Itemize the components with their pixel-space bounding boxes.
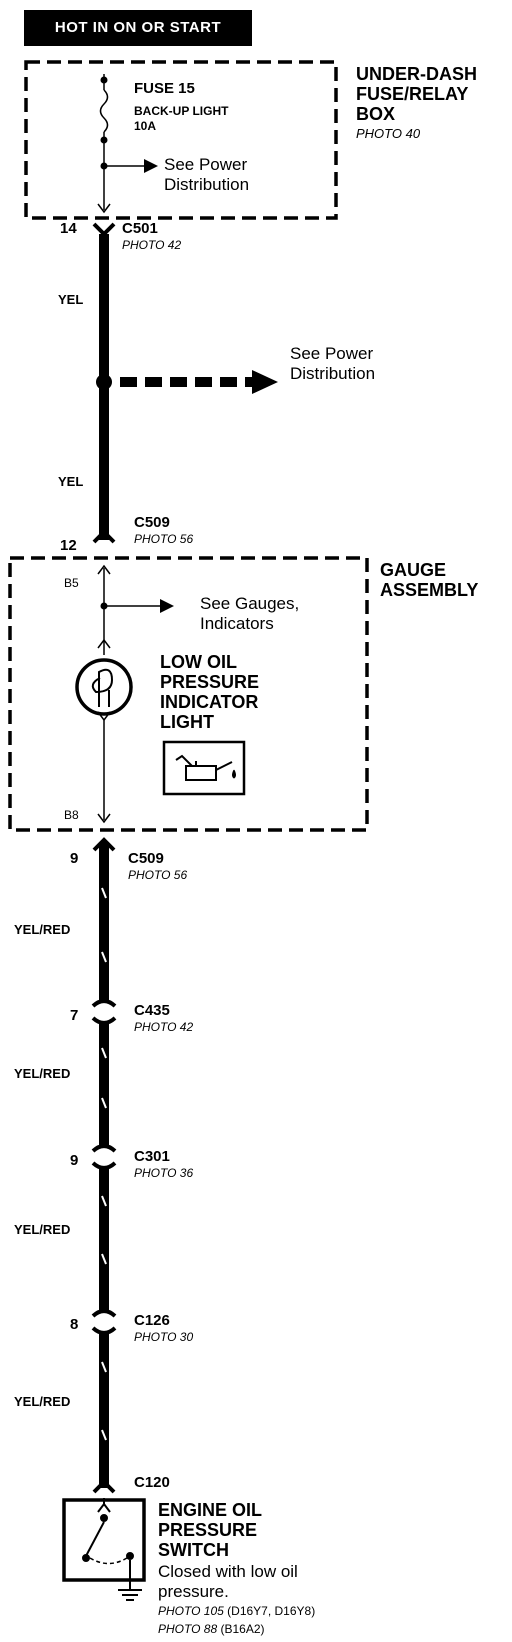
switch-photo-line: PHOTO 105 (D16Y7, D16Y8): [158, 1604, 315, 1618]
fuse-box-name: FUSE/RELAY: [356, 84, 469, 104]
fuse-circuit: BACK-UP LIGHT: [134, 104, 229, 118]
wire-color-label: YEL/RED: [14, 1222, 71, 1237]
gauge-assembly-outline: [8, 556, 369, 832]
connector-photo: PHOTO 56: [134, 532, 194, 546]
fuse-see-power: Distribution: [164, 175, 250, 194]
fuse-see-power: See Power: [164, 155, 248, 174]
connector-pin: 7: [70, 1007, 79, 1024]
connector-name: C301: [134, 1148, 170, 1165]
gauge-see-indicators: See Gauges,: [200, 594, 300, 613]
connector-photo: PHOTO 42: [122, 238, 182, 252]
switch-description: pressure.: [158, 1582, 229, 1601]
wire-color-label: YEL: [58, 292, 84, 307]
connector-name: C509: [134, 514, 170, 531]
indicator-bulb-icon: [75, 658, 133, 716]
connector-name: C435: [134, 1002, 170, 1019]
indicator-light-label: PRESSURE: [160, 672, 260, 692]
indicator-light-label: INDICATOR: [160, 692, 259, 712]
connector-name: C501: [122, 220, 158, 237]
indicator-light-label: LIGHT: [160, 712, 214, 732]
terminal-label: B8: [64, 808, 79, 822]
wire-color-label: YEL/RED: [14, 922, 71, 937]
fuse-box-photo: PHOTO 40: [356, 126, 421, 141]
wire-color-label: YEL: [58, 474, 84, 489]
gauge-see-indicators: Indicators: [200, 614, 274, 633]
gauge-assembly-name: ASSEMBLY: [380, 580, 479, 600]
fuse-box-name: UNDER-DASH: [356, 64, 477, 84]
switch-variant: (B16A2): [220, 1622, 265, 1636]
oil-can-icon: [162, 740, 246, 796]
connector-photo: PHOTO 30: [134, 1330, 194, 1344]
splice-see-power: See Power: [290, 344, 374, 363]
indicator-light-label: LOW OIL: [160, 652, 237, 672]
wire-color-label: YEL/RED: [14, 1066, 71, 1081]
header-banner: HOT IN ON OR START: [24, 10, 252, 46]
fuse-rating: 10A: [134, 119, 157, 133]
switch-variant: (D16Y7, D16Y8): [227, 1604, 316, 1618]
switch-photo: PHOTO 105: [158, 1604, 224, 1618]
pressure-switch-icon: [62, 1498, 146, 1601]
fuse-box-name: BOX: [356, 104, 396, 124]
connector-name: C126: [134, 1312, 170, 1329]
connector-photo: PHOTO 56: [128, 868, 188, 882]
connector-name: C120: [134, 1474, 170, 1491]
switch-description: Closed with low oil: [158, 1562, 298, 1581]
switch-photo-line: PHOTO 88 (B16A2): [158, 1622, 265, 1636]
switch-name: SWITCH: [158, 1540, 229, 1560]
connector-pin: 8: [70, 1316, 79, 1333]
terminal-label: B5: [64, 576, 79, 590]
switch-name: PRESSURE: [158, 1520, 258, 1540]
connector-pin: 9: [70, 850, 79, 867]
connector-pin: 12: [60, 537, 77, 554]
fuse-box-outline: [24, 60, 338, 220]
switch-photo: PHOTO 88: [158, 1622, 218, 1636]
connector-photo: PHOTO 42: [134, 1020, 194, 1034]
fuse-label: FUSE 15: [134, 80, 195, 97]
connector-pin: 9: [70, 1152, 79, 1169]
connector-photo: PHOTO 36: [134, 1166, 194, 1180]
splice-see-power: Distribution: [290, 364, 376, 383]
gauge-assembly-name: GAUGE: [380, 560, 447, 580]
wire-color-label: YEL/RED: [14, 1394, 71, 1409]
connector-name: C509: [128, 850, 164, 867]
connector-pin: 14: [60, 220, 77, 237]
switch-name: ENGINE OIL: [158, 1500, 263, 1520]
